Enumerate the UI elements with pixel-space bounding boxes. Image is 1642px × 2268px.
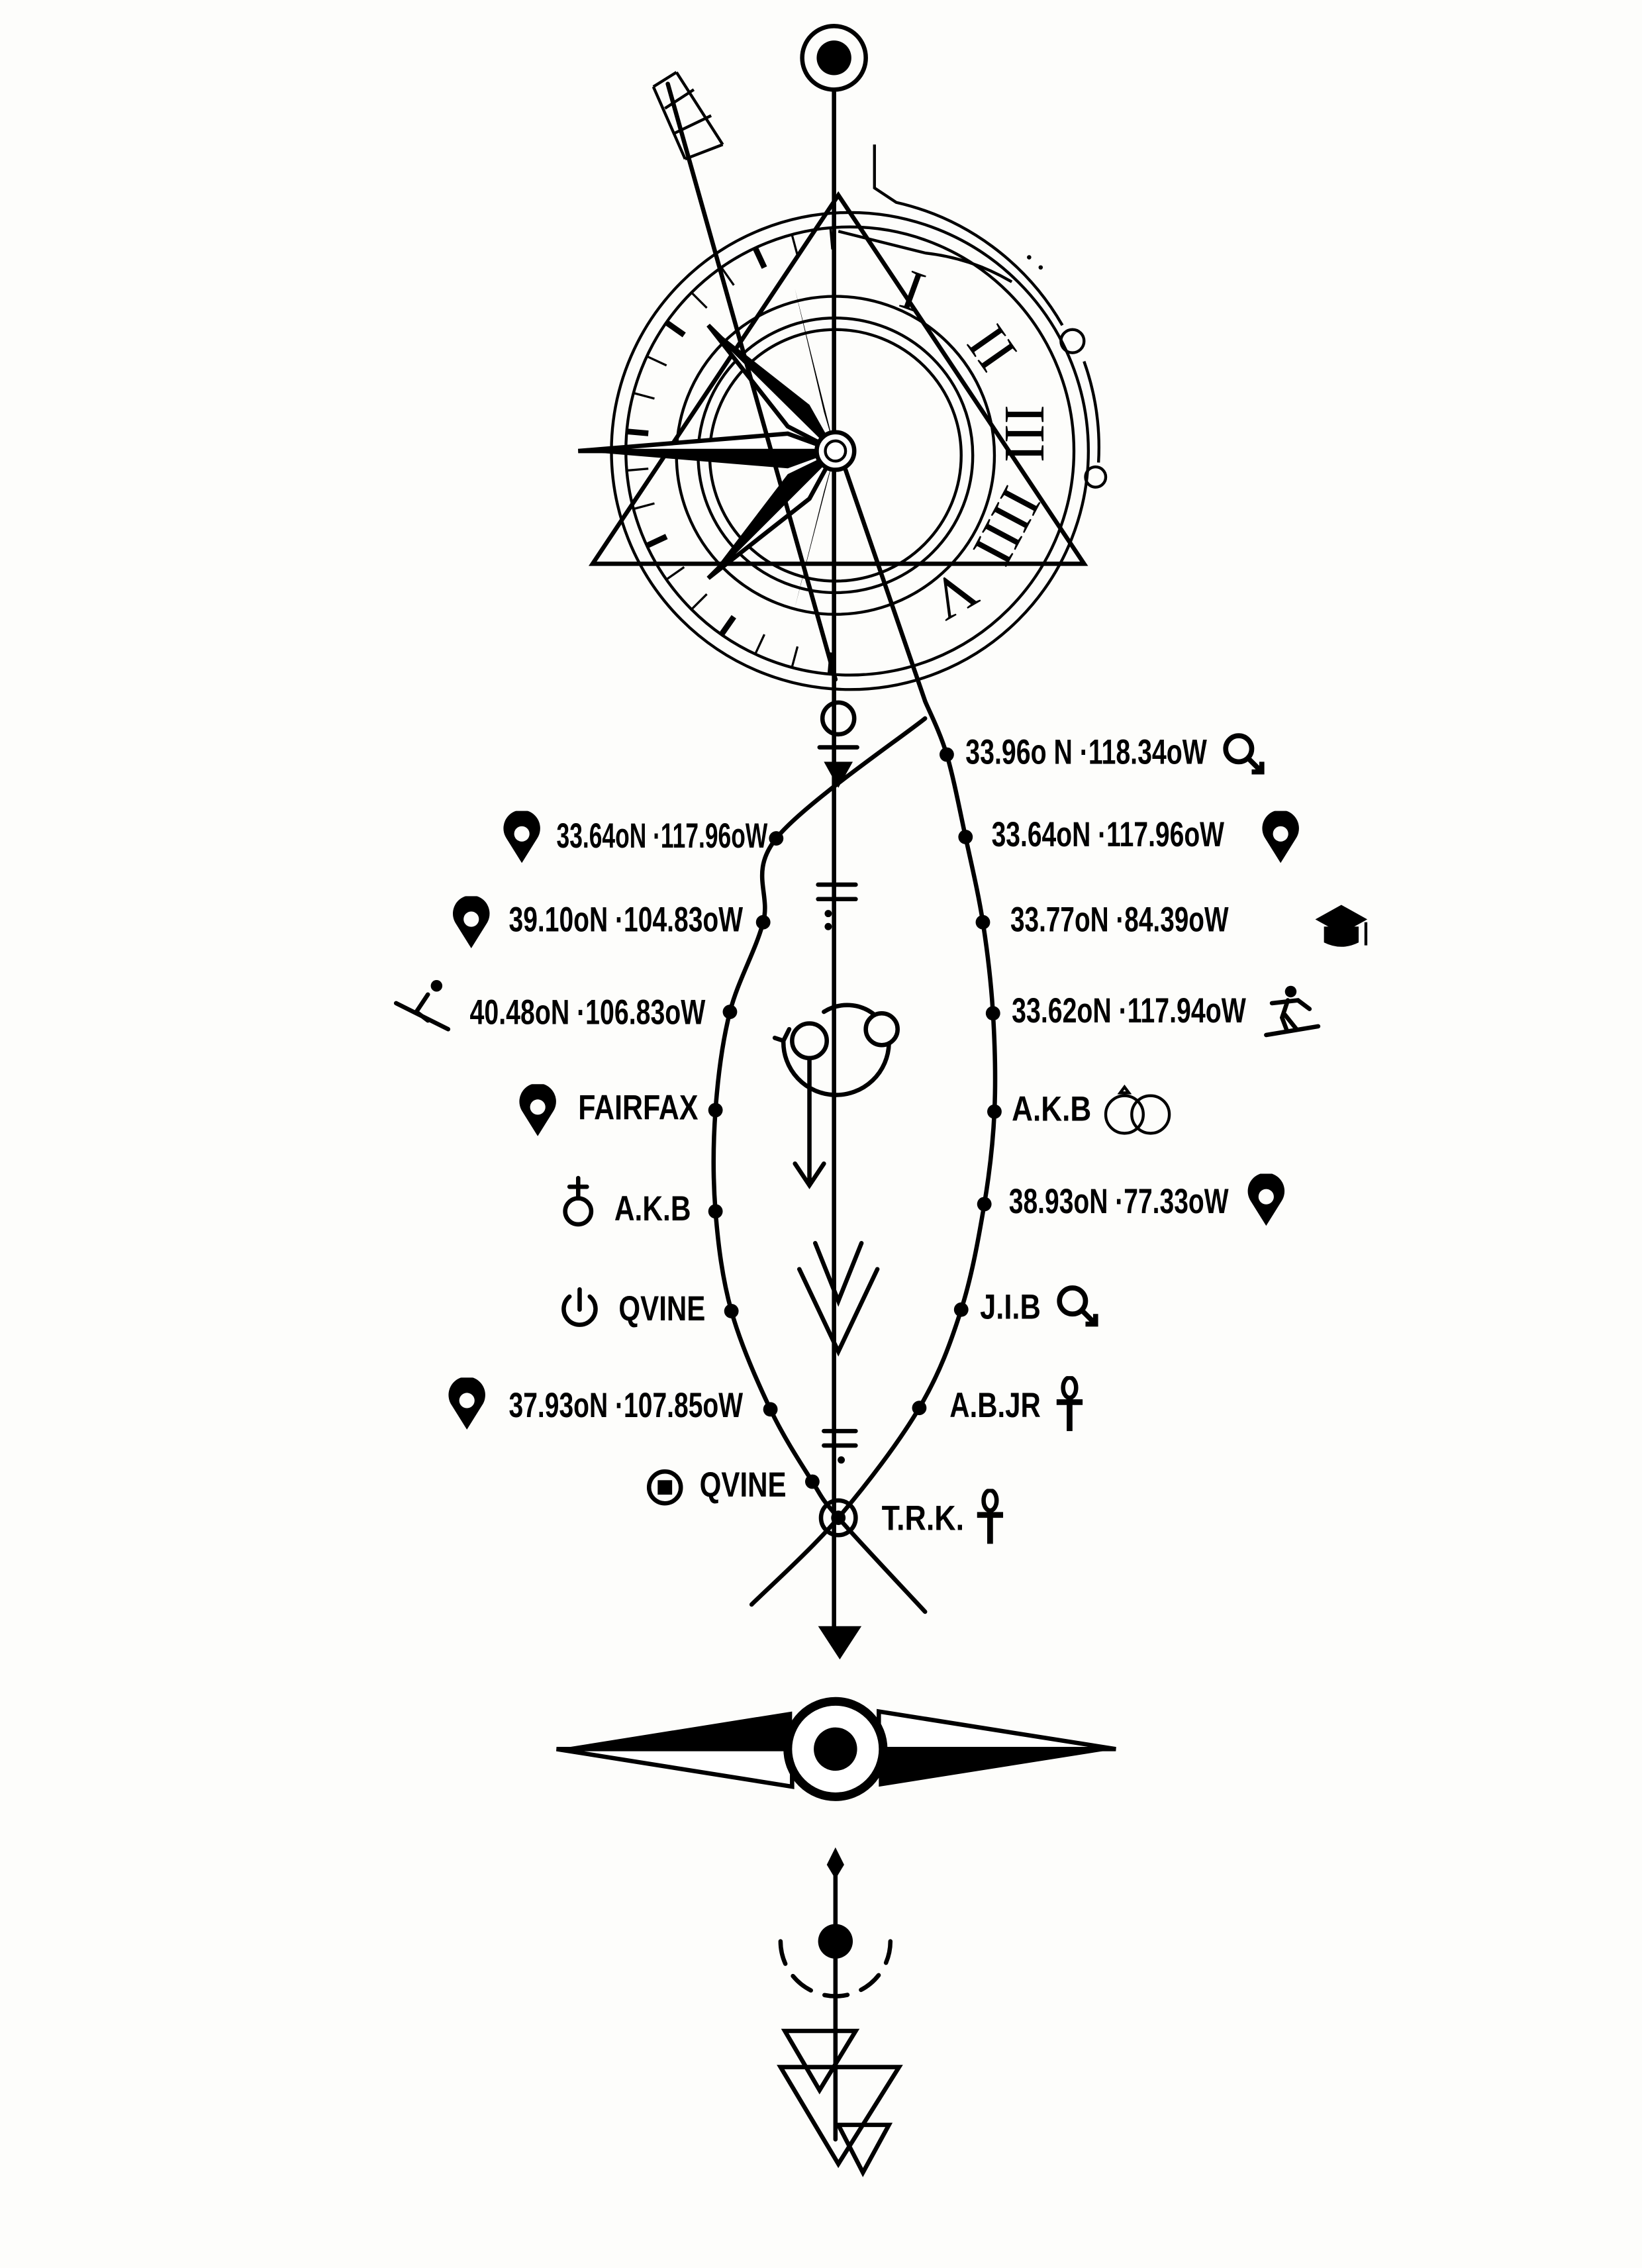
curve-dot (763, 1402, 778, 1417)
curve-dot (708, 1103, 723, 1118)
curve-dot (724, 1303, 739, 1318)
numeral-iii: III (993, 405, 1057, 462)
clock-tick (691, 291, 708, 309)
right-label-8: A.B.JR (949, 1387, 1041, 1425)
curve-dot (722, 1005, 738, 1019)
clock-tick (691, 593, 708, 611)
clock-tick (754, 634, 765, 655)
skier-icon (393, 980, 451, 1032)
curve-dot (975, 914, 990, 930)
clock-tick (646, 534, 668, 549)
left-curve (711, 716, 928, 1614)
left-labels: 33.64oN ·117.96oW 39.10oN ·104.83oW 40.4… (393, 811, 787, 1506)
clock-tick (720, 266, 735, 286)
clock-tick (791, 234, 799, 256)
right-label-3: 33.77oN ·84.39oW (1010, 901, 1229, 940)
clock-tick (665, 566, 685, 581)
diagonal-line (843, 468, 928, 703)
numeral-i: I (893, 257, 933, 324)
curve-dot (912, 1401, 927, 1416)
curve-dot (804, 1474, 820, 1489)
diagonal-arrow (652, 71, 838, 682)
right-label-9: T.R.K. (882, 1499, 964, 1538)
orbit-bracket (838, 144, 1108, 489)
venus-cross-icon (563, 1175, 594, 1227)
clock-tick (633, 502, 655, 511)
ankh-icon (1057, 1377, 1083, 1431)
map-pin-icon (519, 1084, 556, 1136)
curve-dot (958, 829, 973, 844)
male-symbol-icon (1226, 736, 1262, 772)
left-label-8: QVINE (700, 1466, 787, 1504)
graduation-cap-icon (1315, 905, 1368, 947)
ankh-icon (977, 1491, 1003, 1544)
clock-tick (626, 468, 649, 472)
right-label-7: J.I.B (980, 1289, 1041, 1327)
clock-tick (646, 355, 667, 367)
curve-dot (987, 1104, 1002, 1119)
left-label-7: 37.93oN ·107.85oW (508, 1387, 743, 1425)
clock-tick (719, 615, 736, 636)
curve-dots (708, 747, 1002, 1489)
curve-dot (985, 1006, 1000, 1021)
left-label-6: QVINE (618, 1290, 705, 1328)
compass-star (577, 289, 857, 607)
left-label-4: FAIRFAX (578, 1089, 698, 1127)
curve-dot (708, 1204, 723, 1219)
bottom-symbol (777, 1847, 903, 2177)
shaft-ornaments (772, 700, 900, 1659)
triangle (588, 191, 1088, 566)
right-label-2: 33.64oN ·117.96oW (992, 816, 1225, 854)
top-eye-circle (800, 24, 868, 92)
curve-dot (939, 747, 954, 762)
curve-dot (755, 914, 771, 930)
surfer-icon (1264, 985, 1321, 1038)
left-label-3: 40.48oN ·106.83oW (470, 993, 706, 1032)
clock-tick (626, 428, 649, 436)
map-pin-icon (1247, 1173, 1285, 1226)
map-pin-icon (452, 896, 490, 948)
right-label-5: A.K.B (1012, 1091, 1091, 1129)
numeral-v: V (920, 557, 989, 634)
left-label-2: 39.10oN ·104.83oW (508, 901, 743, 940)
clock-tick (752, 246, 767, 269)
right-label-1: 33.96o N ·118.34oW (965, 733, 1207, 771)
bottom-compass (556, 1697, 1116, 1801)
male-symbol-icon (1059, 1288, 1096, 1324)
stop-circle-icon (646, 1469, 683, 1506)
right-label-6: 38.93oN ·77.33oW (1009, 1183, 1229, 1221)
map-pin-icon (1262, 811, 1299, 863)
right-label-4: 33.62oN ·117.94oW (1012, 992, 1246, 1030)
map-pin-icon (448, 1377, 485, 1430)
numeral-ii: II (955, 313, 1030, 381)
right-labels: 33.96o N ·118.34oW 33.64oN ·117.96oW 33.… (882, 733, 1368, 1544)
left-label-5: A.K.B (614, 1190, 691, 1228)
left-label-1: 33.64oN ·117.96oW (557, 817, 768, 856)
numeral-iiii: IIII (961, 477, 1053, 575)
map-pin-icon (503, 811, 540, 863)
wedding-rings-icon (1104, 1084, 1171, 1135)
clock-tick (829, 227, 834, 250)
clock-tick (633, 391, 655, 400)
curve-dot (769, 831, 784, 846)
power-icon (561, 1287, 598, 1327)
clock-tick (791, 646, 799, 668)
curve-dot (953, 1302, 969, 1317)
clock-tick (664, 320, 686, 338)
curve-dot (977, 1197, 992, 1212)
